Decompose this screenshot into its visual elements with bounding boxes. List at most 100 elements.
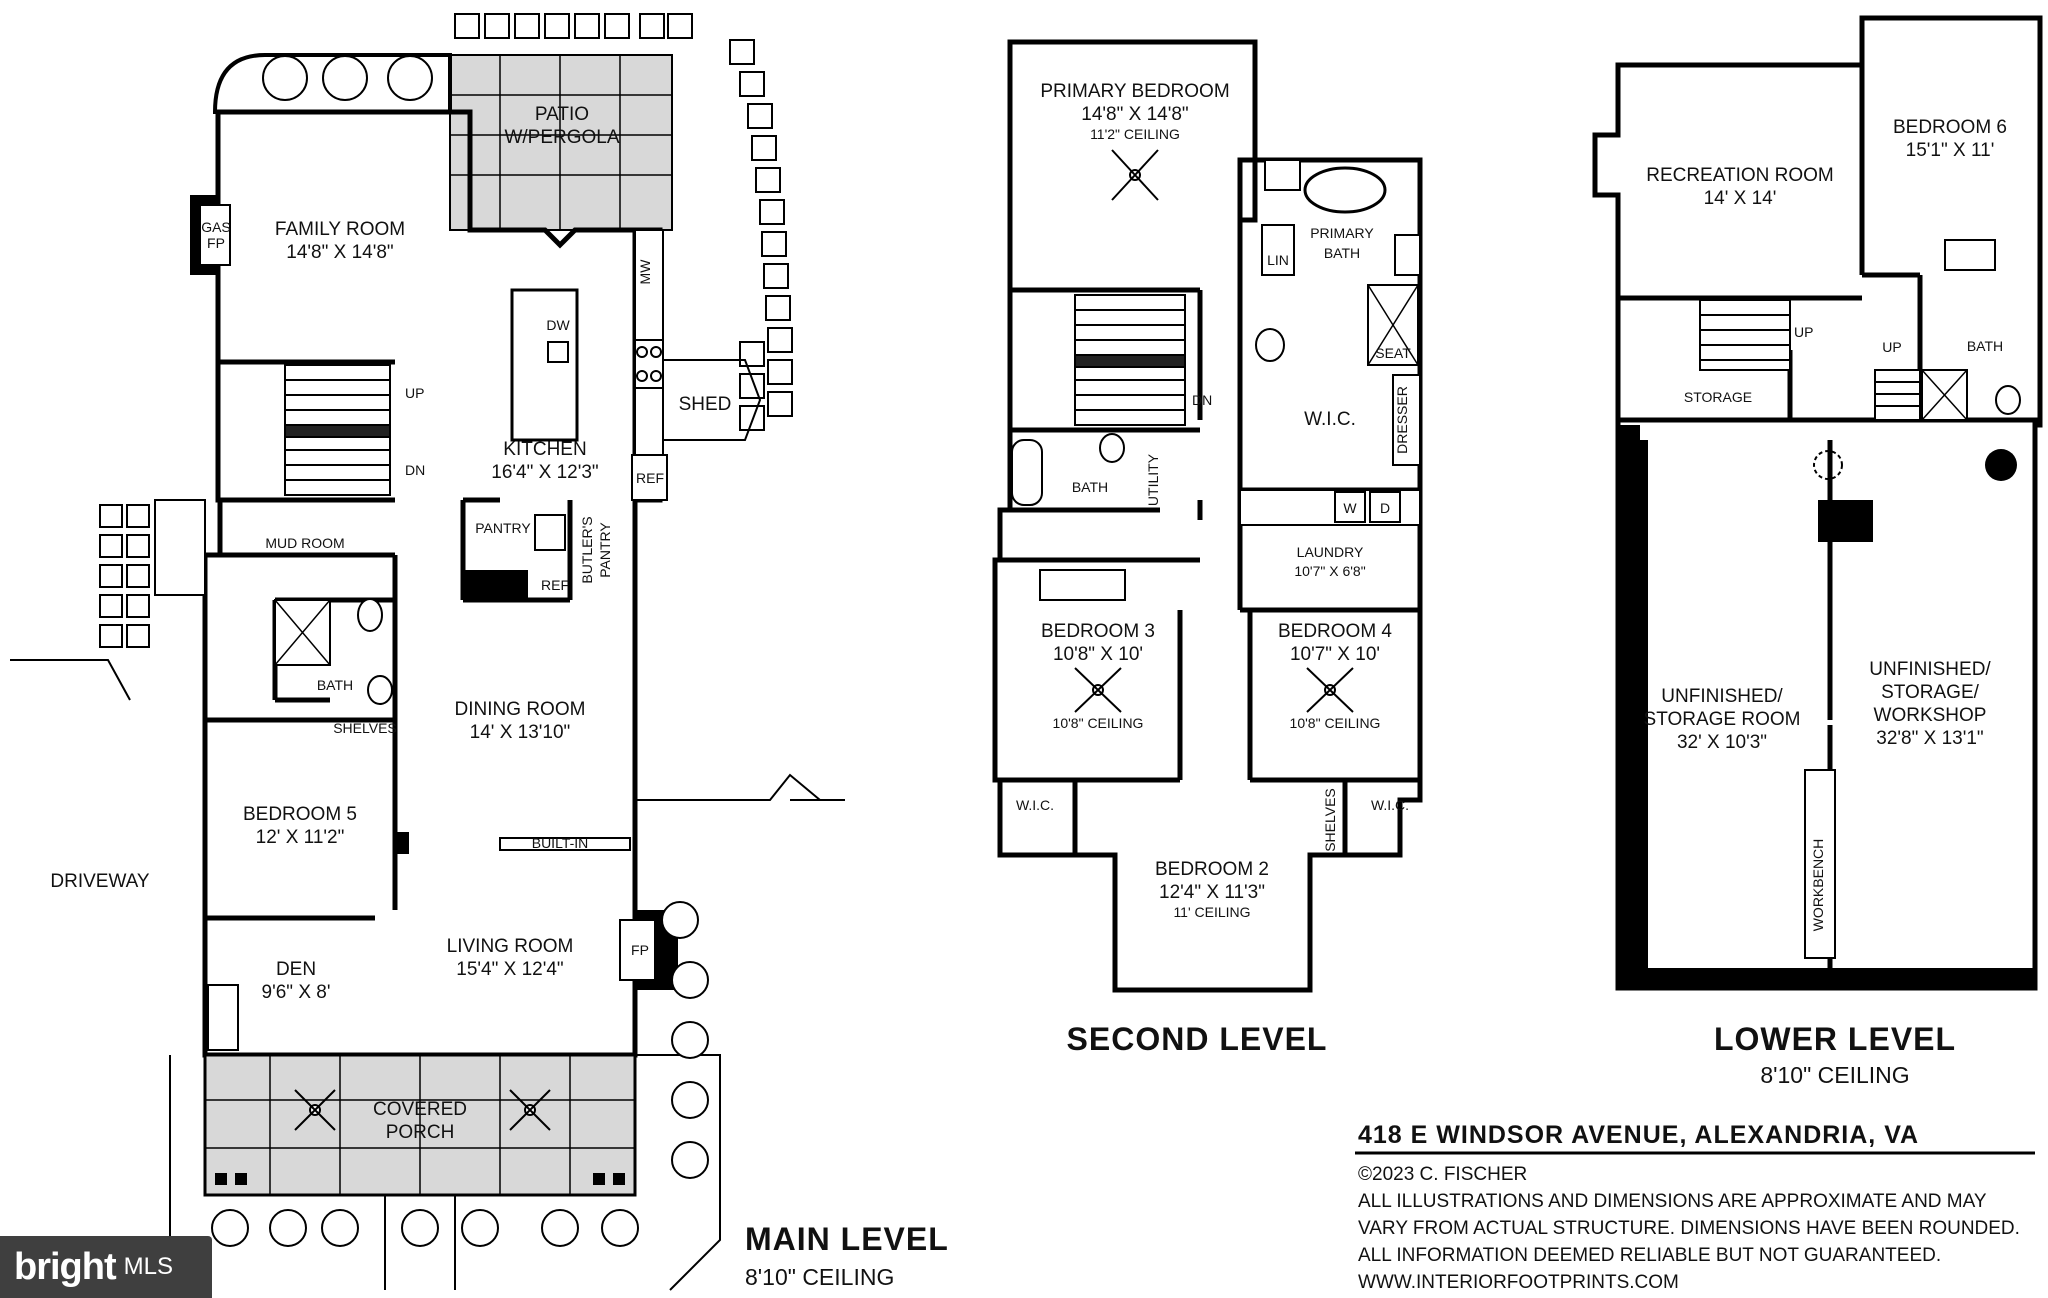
sump-pit (1813, 450, 1843, 480)
property-address: 418 E WINDSOR AVENUE, ALEXANDRIA, VA (1358, 1121, 1919, 1149)
dryer-label: D (1380, 500, 1390, 516)
furnace (1818, 500, 1873, 542)
unfinished-workshop-label-3: WORKSHOP (1874, 705, 1987, 726)
unfinished-workshop-label: UNFINISHED/ (1869, 659, 1991, 680)
website-text: WWW.INTERIORFOOTPRINTS.COM (1358, 1272, 1679, 1293)
patio-label-2: W/PERGOLA (504, 127, 619, 148)
wic-primary-label: W.I.C. (1304, 409, 1356, 430)
dresser (1392, 374, 1421, 466)
stair-icon (1874, 369, 1921, 421)
patio-grid (450, 55, 672, 230)
toilet-icon (1099, 433, 1125, 463)
shed-label: SHED (679, 394, 732, 415)
butler-ref-label: REF (541, 577, 569, 593)
ceiling-fan-icon (1074, 667, 1122, 713)
unfinished-workshop-label-2: STORAGE/ (1881, 682, 1980, 703)
bedroom-5-label: BEDROOM 5 (243, 804, 357, 825)
kitchen-dimensions: 16'4" X 12'3" (491, 462, 598, 483)
stair-down-label: DN (1192, 392, 1212, 408)
recreation-room-label: RECREATION ROOM (1646, 165, 1834, 186)
stair-down-label: DN (405, 462, 425, 478)
footer-block: 418 E WINDSOR AVENUE, ALEXANDRIA, VA ©20… (1355, 1121, 2035, 1293)
driveway-gate (10, 659, 845, 801)
butlers-pantry-label-2: PANTRY (597, 522, 613, 578)
covered-porch-label: COVERED (373, 1099, 467, 1120)
bedroom-3-ceiling: 10'8" CEILING (1053, 715, 1144, 731)
kitchen-label: KITCHEN (503, 439, 586, 460)
mud-room-stoop (154, 499, 206, 596)
patio-paving (449, 54, 673, 231)
living-room-label: LIVING ROOM (447, 936, 574, 957)
lower-level: RECREATION ROOM 14' X 14' BEDROOM 6 15'1… (1592, 15, 2043, 1088)
workbench (1804, 769, 1836, 959)
porch-grid (205, 1055, 635, 1195)
trees-front (211, 901, 709, 1247)
pantry-label: PANTRY (475, 520, 531, 536)
dishwasher-label: DW (546, 317, 570, 333)
shed-outline (663, 359, 762, 441)
yard-lines (169, 1054, 721, 1291)
second-level: PRIMARY BEDROOM 14'8" X 14'8" 11'2" CEIL… (992, 39, 1423, 1057)
water-heater (1985, 449, 2017, 481)
seat-label: SEAT (1375, 345, 1411, 361)
toilet-icon (1995, 385, 2021, 415)
linen-closet (1261, 224, 1295, 276)
badge-brand: bright (14, 1245, 117, 1288)
gas-fp-label: GAS (201, 219, 231, 235)
copyright-text: ©2023 C. FISCHER (1358, 1164, 1527, 1185)
ref-label: REF (636, 470, 664, 486)
stair-up-label: UP (1794, 324, 1813, 340)
main-level-ceiling: 8'10" CEILING (745, 1264, 894, 1290)
tub-icon (1011, 439, 1043, 506)
tree-icon (387, 55, 433, 101)
bedroom-6-dimensions: 15'1" X 11' (1906, 140, 1995, 161)
disclaimer-line-2: VARY FROM ACTUAL STRUCTURE. DIMENSIONS H… (1358, 1218, 2020, 1239)
unfinished-storage-label: UNFINISHED/ (1661, 686, 1783, 707)
bedroom-3-label: BEDROOM 3 (1041, 621, 1155, 642)
washer-label: W (1343, 500, 1357, 516)
double-vanity (1039, 569, 1126, 601)
lower-level-ceiling: 8'10" CEILING (1760, 1062, 1909, 1088)
shelves-label: SHELVES (333, 720, 397, 736)
ceiling-fan-icon (1306, 667, 1354, 713)
lower-level-title: LOWER LEVEL (1714, 1021, 1956, 1057)
sink-icon (534, 514, 566, 551)
stair-icon (1699, 299, 1791, 371)
second-exterior-walls (992, 39, 1423, 993)
recreation-room-dimensions: 14' X 14' (1704, 188, 1777, 209)
primary-bedroom-ceiling: 11'2" CEILING (1090, 126, 1180, 142)
toilet-icon (1255, 328, 1285, 362)
family-room-label: FAMILY ROOM (275, 219, 405, 240)
dryer (1369, 491, 1401, 523)
main-level-title: MAIN LEVEL (745, 1221, 949, 1257)
lower-bath-label: BATH (1967, 338, 2003, 354)
primary-bedroom-label: PRIMARY BEDROOM (1040, 81, 1229, 102)
gas-fp-label-2: FP (207, 235, 225, 251)
sink-icon (1264, 159, 1301, 191)
bedroom-2-label: BEDROOM 2 (1155, 859, 1269, 880)
stair-icon (207, 984, 239, 1051)
shelves-label: SHELVES (1322, 788, 1338, 852)
dining-room-label: DINING ROOM (455, 699, 586, 720)
dresser-label: DRESSER (1394, 386, 1410, 454)
disclaimer-line-3: ALL INFORMATION DEEMED RELIABLE BUT NOT … (1358, 1245, 1941, 1266)
sink-icon (1944, 239, 1996, 271)
refrigerator (631, 454, 668, 501)
laundry-dimensions: 10'7" X 6'8" (1294, 563, 1365, 579)
stone-path (99, 13, 793, 648)
stair-up-label: UP (405, 385, 424, 401)
unfinished-storage-dimensions: 32' X 10'3" (1677, 732, 1767, 753)
storage-label: STORAGE (1684, 389, 1752, 405)
utility-label: UTILITY (1145, 453, 1161, 506)
sink-icon (1394, 234, 1421, 276)
bath-label: BATH (317, 677, 353, 693)
tub-icon (1303, 166, 1387, 214)
primary-bath-label-2: BATH (1324, 245, 1360, 261)
primary-bath-label: PRIMARY (1310, 225, 1374, 241)
kitchen-island (510, 288, 579, 442)
built-in-label: BUILT-IN (532, 835, 589, 851)
den-dimensions: 9'6" X 8' (262, 982, 331, 1003)
ceiling-fan-icon (509, 1089, 551, 1131)
bedroom-4-ceiling: 10'8" CEILING (1290, 715, 1381, 731)
butlers-pantry-label: BUTLER'S (579, 516, 595, 583)
